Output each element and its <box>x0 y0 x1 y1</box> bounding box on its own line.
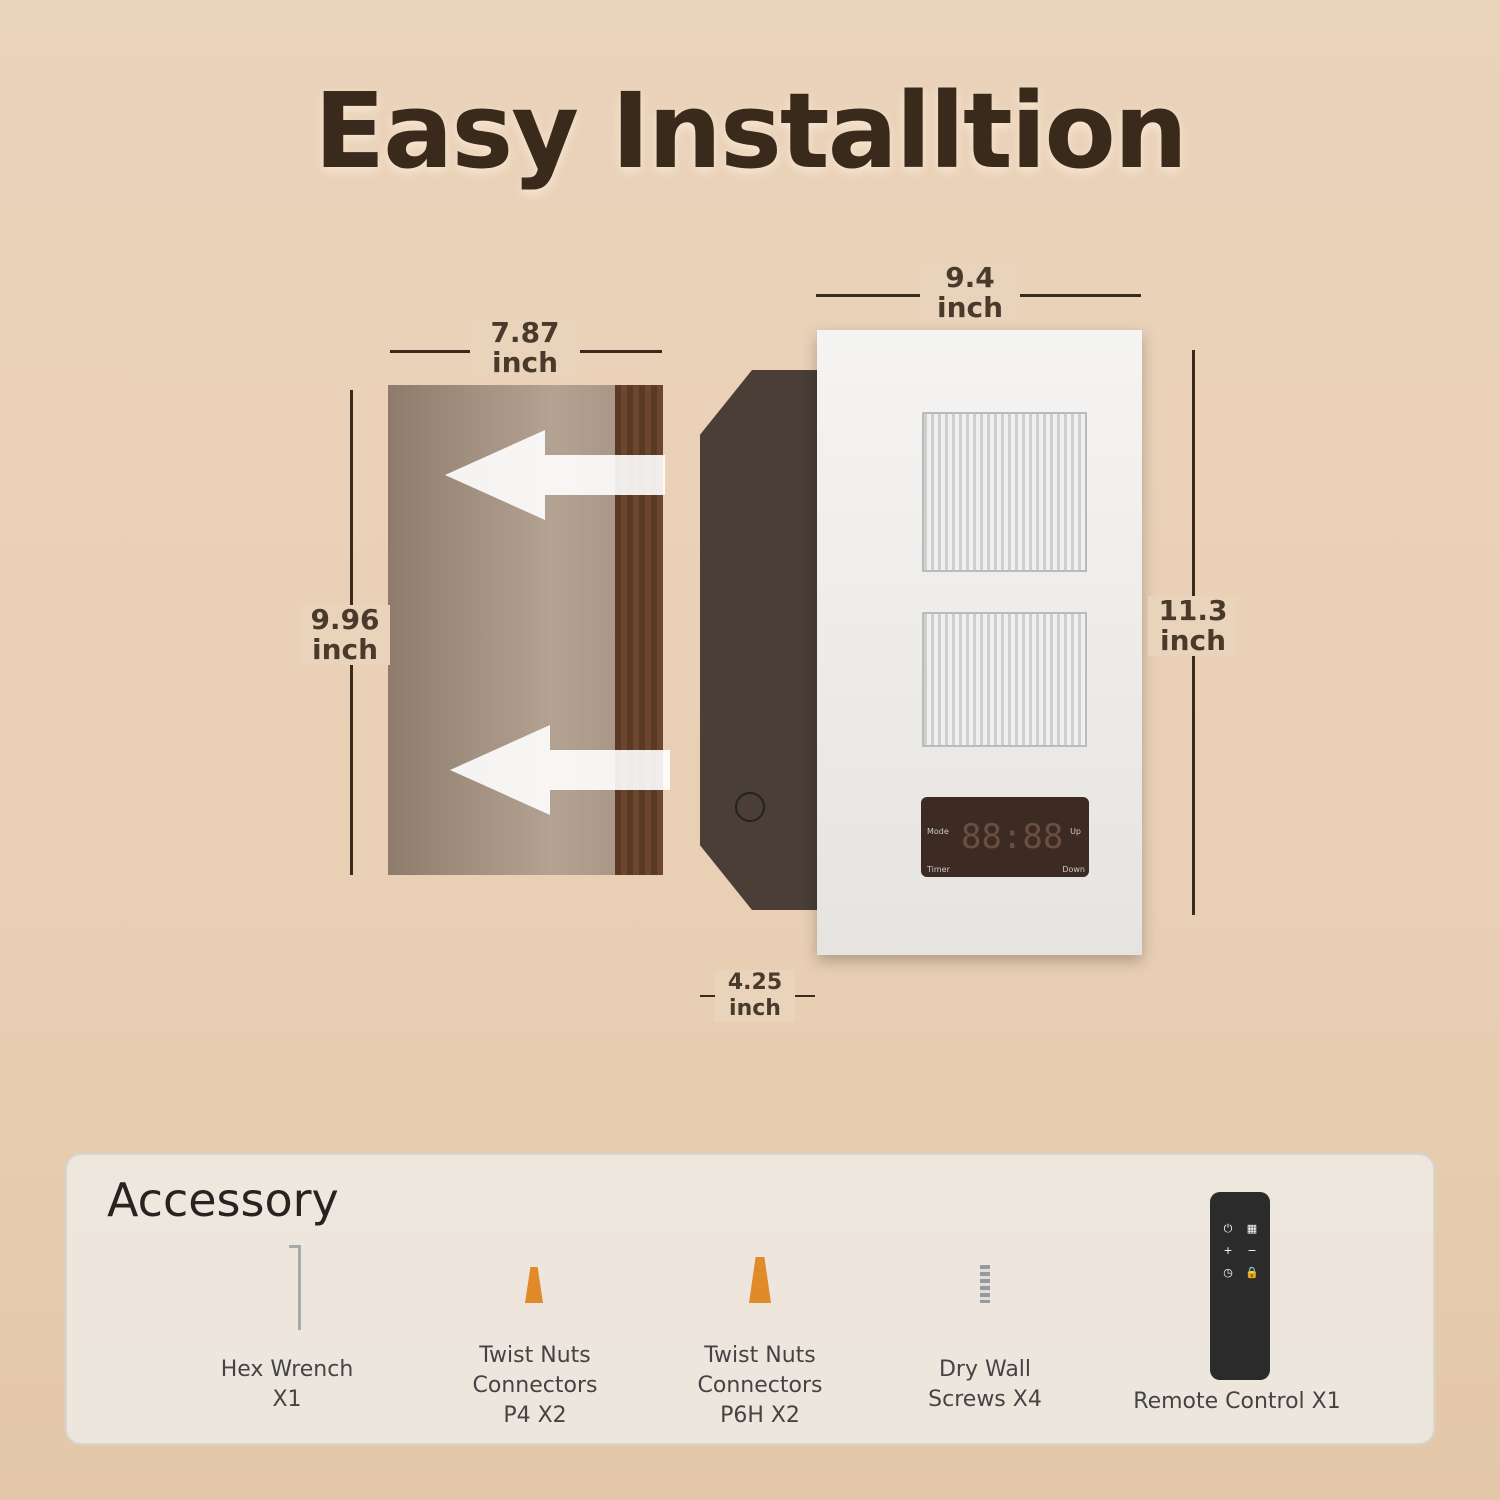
accessory-twist-nuts-p6h: Twist Nuts Connectors P6H X2 <box>697 1343 823 1428</box>
twist-nut-p6h-icon <box>749 1257 771 1303</box>
screw-icon <box>980 1265 990 1303</box>
timer-icon: ◷ <box>1223 1266 1233 1279</box>
accessory-remote-control: Remote Control X1 <box>1133 1389 1341 1414</box>
mode-icon: ▦ <box>1246 1222 1258 1235</box>
value: 9.96 <box>310 603 380 636</box>
mode-label: Mode <box>927 827 949 836</box>
accessory-drywall-screws: Dry Wall Screws X4 <box>928 1357 1042 1412</box>
insert-arrow-icon <box>450 725 670 815</box>
unit: inch <box>936 291 1004 324</box>
page-title: Easy Installtion <box>314 70 1188 192</box>
unit: inch <box>311 633 379 666</box>
timer-label: Timer <box>927 865 950 874</box>
top-grille <box>922 412 1087 572</box>
heater-panel: Mode Timer 88:88 Up Down <box>817 330 1142 955</box>
bottom-grille <box>922 612 1087 747</box>
up-label: Up <box>1070 827 1081 836</box>
value: 11.3 <box>1158 594 1228 627</box>
display-digits: 88:88 <box>961 817 1064 857</box>
accessory-panel: Accessory ⏻ ▦ + − ◷ 🔒 Hex Wrench X1 Twist N… <box>65 1153 1435 1445</box>
value: 9.4 <box>945 261 995 294</box>
control-display: Mode Timer 88:88 Up Down <box>921 797 1089 877</box>
insert-arrow-icon <box>445 430 665 520</box>
knockout-icon <box>735 792 765 822</box>
value: 7.87 <box>490 316 560 349</box>
minus-icon: − <box>1247 1244 1257 1257</box>
down-label: Down <box>1062 865 1085 874</box>
value: 4.25 <box>727 970 783 995</box>
accessory-heading: Accessory <box>107 1173 339 1227</box>
twist-nut-p4-icon <box>525 1267 543 1303</box>
plus-icon: + <box>1223 1244 1233 1257</box>
unit: inch <box>491 346 559 379</box>
remote-control-icon: ⏻ ▦ + − ◷ 🔒 <box>1210 1192 1270 1380</box>
accessory-twist-nuts-p4: Twist Nuts Connectors P4 X2 <box>472 1343 598 1428</box>
heater-housing <box>700 370 830 910</box>
power-icon: ⏻ <box>1223 1222 1233 1235</box>
unit: inch <box>729 996 781 1021</box>
lock-icon: 🔒 <box>1245 1266 1259 1279</box>
accessory-hex-wrench: Hex Wrench X1 <box>220 1357 354 1412</box>
hex-wrench-icon <box>289 1245 301 1330</box>
unit: inch <box>1159 624 1227 657</box>
